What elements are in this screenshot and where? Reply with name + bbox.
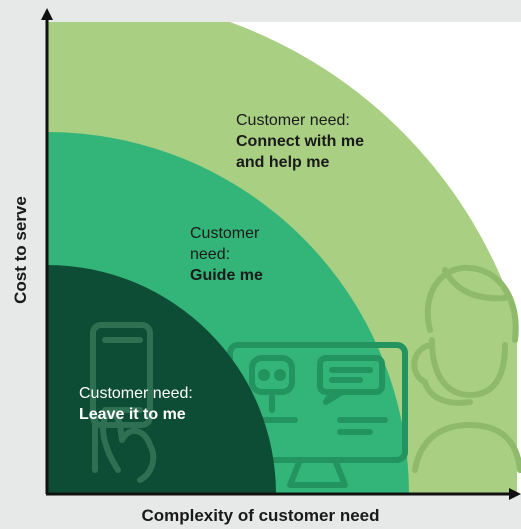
zone-label-line: Customer need: (236, 112, 350, 129)
zone-label-line: Customer need: (79, 385, 193, 402)
y-axis-label: Cost to serve (11, 196, 30, 304)
zone-label-title: Guide me (190, 267, 263, 284)
zone-label-line: need: (190, 246, 231, 263)
zone-label-connect-with-me: Customer need: Connect with me and help … (236, 110, 456, 173)
x-axis-label: Complexity of customer need (141, 506, 380, 525)
zone-label-title: Connect with me (236, 133, 365, 150)
x-axis-arrowhead (509, 488, 521, 500)
zone-label-guide-me: Customer need: Guide me (190, 223, 340, 286)
zone-label-leave-it-to-me: Customer need: Leave it to me (79, 383, 269, 425)
x-axis (46, 488, 521, 500)
zone-label-title: Leave it to me (79, 406, 186, 423)
zone-label-line: Customer (190, 225, 260, 242)
agent-headset-icon (411, 264, 521, 473)
y-axis-arrowhead (41, 8, 53, 20)
smartphone-touch-icon (90, 322, 157, 483)
chatbot-computer-icon (227, 342, 408, 488)
zone-label-title-cont: and help me (236, 154, 330, 171)
y-axis (41, 8, 53, 494)
